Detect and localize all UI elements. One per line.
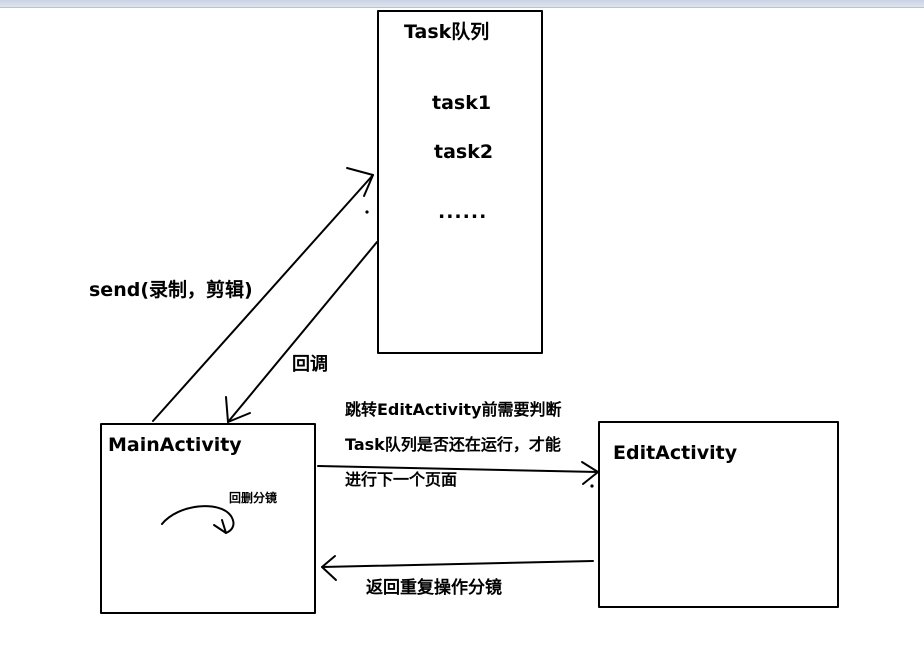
send-label: send(录制，剪辑) — [89, 279, 253, 301]
jump-arrow-head — [581, 461, 599, 485]
jump-condition-line: 跳转EditActivity前需要判断 — [345, 400, 562, 419]
task-queue-item: task2 — [434, 141, 494, 163]
window-top-bar — [0, 0, 924, 8]
stray-dot — [365, 210, 369, 214]
send-arrow — [152, 174, 374, 422]
self-loop-arrow-head — [213, 519, 227, 534]
return-arrow — [321, 560, 594, 568]
task-queue-box — [377, 10, 543, 354]
callback-arrow-head — [225, 396, 251, 423]
task-queue-item: ...... — [438, 201, 488, 223]
self-loop-arrow — [161, 505, 235, 534]
callback-label: 回调 — [292, 354, 328, 375]
jump-condition-line: Task队列是否还在运行，才能 — [345, 435, 561, 454]
main-activity-title: MainActivity — [108, 434, 242, 456]
task-queue-item: task1 — [432, 92, 492, 114]
callback-arrow — [227, 241, 378, 423]
return-arrow-head — [321, 555, 337, 581]
task-queue-title: Task队列 — [404, 21, 490, 43]
jump-condition-line: 进行下一个页面 — [345, 470, 458, 489]
jump-arrow — [317, 465, 599, 473]
send-arrow-head — [346, 167, 374, 197]
edit-activity-title: EditActivity — [613, 442, 738, 464]
return-label: 返回重复操作分镜 — [366, 578, 502, 598]
self-loop-label: 回删分镜 — [229, 491, 278, 505]
stray-dot — [590, 484, 594, 488]
edit-activity-box — [598, 421, 839, 608]
main-activity-box — [100, 423, 316, 614]
